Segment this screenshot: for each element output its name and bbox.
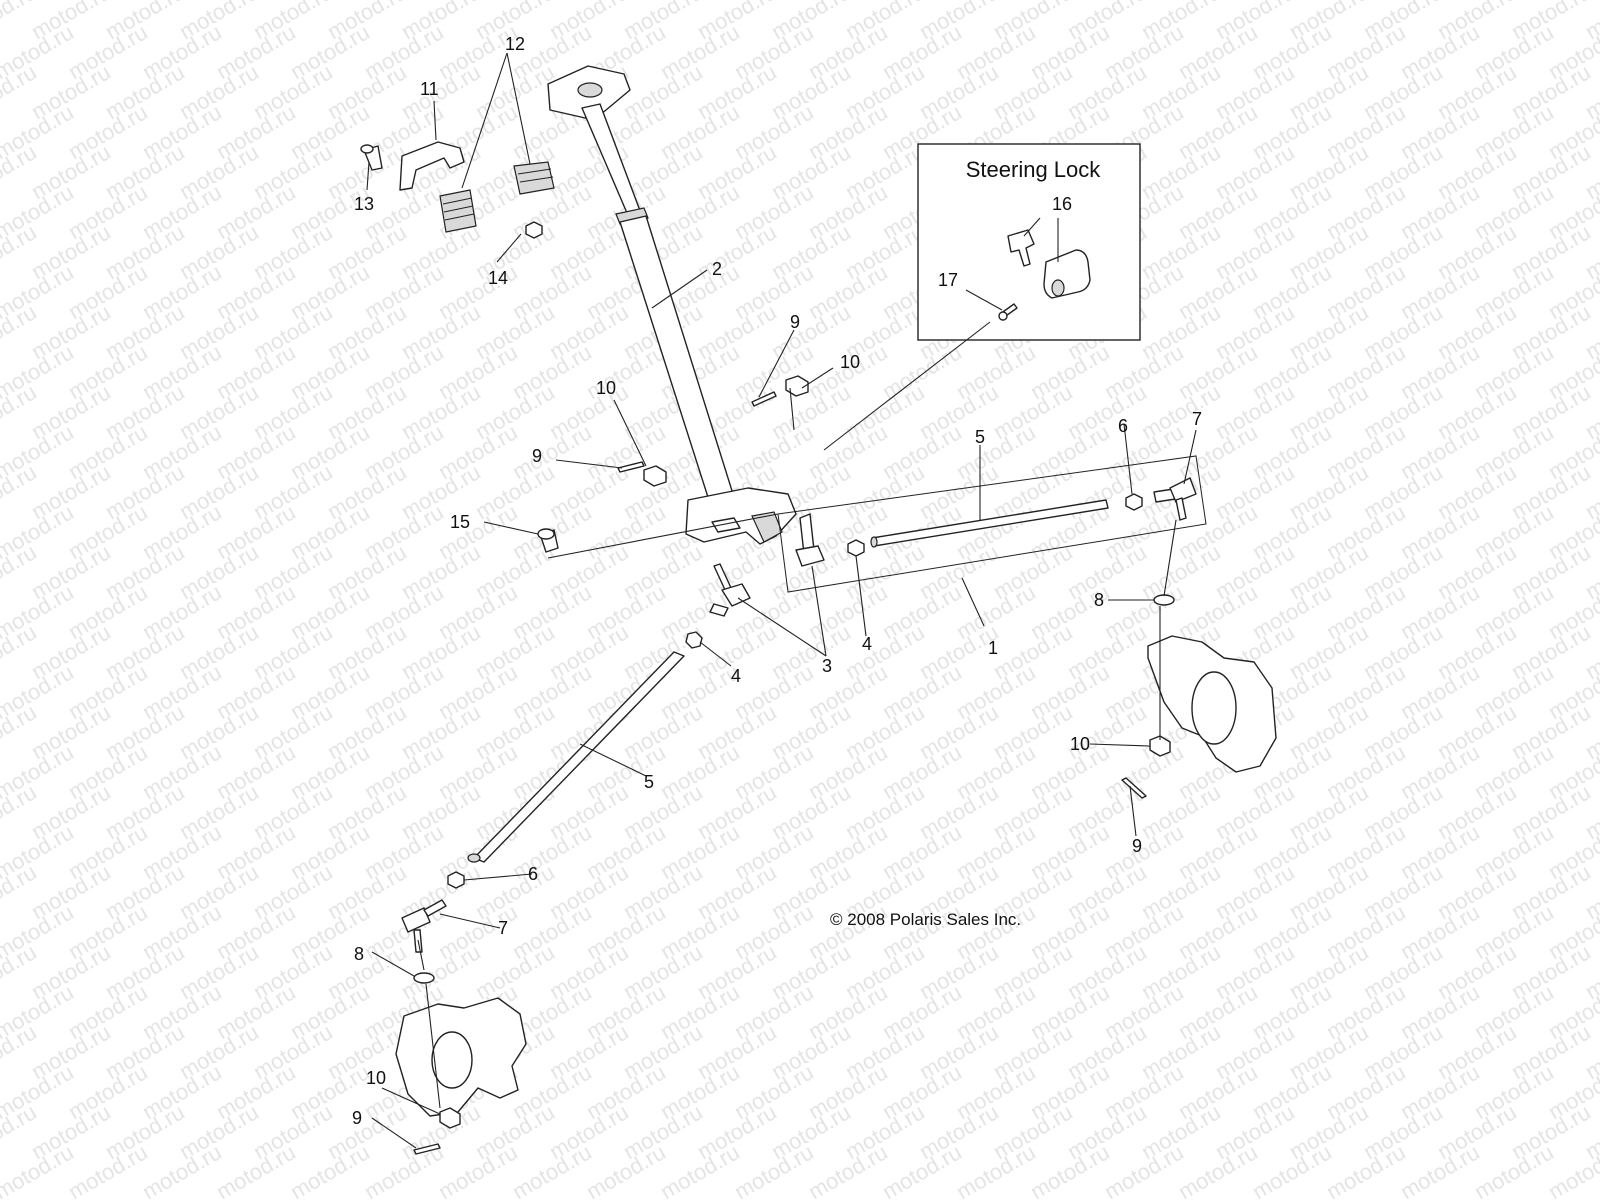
callout-10-right-spindle: 10 (1070, 734, 1090, 754)
callout-10-upper-right: 10 (840, 352, 860, 372)
callout-8-left: 8 (354, 944, 364, 964)
jam-nut-right-inner (847, 539, 865, 557)
castle-nut-upper-left (643, 465, 667, 487)
callout-4-left: 4 (731, 666, 741, 686)
bushing-left (439, 189, 477, 233)
callout-9-left-spindle: 9 (352, 1108, 362, 1128)
inner-tie-rod-end-right-body (795, 545, 825, 567)
callout-9-upper-left: 9 (532, 446, 542, 466)
callout-5-left: 5 (644, 772, 654, 792)
callout-13: 13 (354, 194, 374, 214)
callout-7-left: 7 (498, 918, 508, 938)
tie-rod-left (473, 651, 685, 863)
leader-lines (366, 52, 1197, 1149)
callout-15: 15 (450, 512, 470, 532)
callout-9-right-spindle: 9 (1132, 836, 1142, 856)
callout-6-left: 6 (528, 864, 538, 884)
callout-numbers: 1 2 3 4 4 5 5 6 6 7 7 8 8 9 9 9 9 10 10 … (352, 34, 1202, 1128)
outer-tie-rod-end-right-head (1169, 477, 1197, 503)
callout-8-right: 8 (1094, 590, 1104, 610)
mount-bracket (399, 141, 465, 191)
outer-tie-rod-end-right-stud (1175, 497, 1187, 521)
tie-rod-right-end (870, 536, 878, 548)
callout-12: 12 (505, 34, 525, 54)
lock-barrel (1051, 279, 1065, 297)
callout-2: 2 (712, 259, 722, 279)
left-spindle (395, 997, 527, 1155)
callout-10-upper-left: 10 (596, 378, 616, 398)
callout-6-right: 6 (1118, 416, 1128, 436)
inner-tie-rod-end-left-body (721, 583, 751, 607)
steering-column (547, 65, 797, 545)
castle-nut-upper-right (785, 375, 809, 397)
right-spindle (1121, 594, 1277, 799)
column-collar (615, 207, 649, 225)
outer-tie-rod-end-left-stem (423, 899, 447, 917)
housing-bolt-head (537, 528, 555, 540)
rack-housing-boss (751, 511, 783, 543)
jam-nut-left-inner (685, 631, 703, 649)
inner-tie-rod-end-left-tab (709, 603, 729, 617)
callout-10-left-spindle: 10 (366, 1068, 386, 1088)
right-spindle-bore (1191, 671, 1237, 745)
steering-lock-inset: Steering Lock (917, 143, 1141, 341)
callout-14: 14 (488, 268, 508, 288)
tie-rod-assembly-frame (777, 455, 1207, 593)
cotter-pin-upper-left (617, 461, 645, 473)
lock-key (1007, 229, 1035, 267)
copyright-notice: © 2008 Polaris Sales Inc. (830, 910, 1021, 929)
left-tie-rod-assembly (401, 563, 751, 984)
right-tie-rod-assembly (777, 455, 1207, 593)
mount-nut (525, 221, 543, 239)
cotter-pin-right-spindle (1121, 777, 1147, 799)
callout-16: 16 (1052, 194, 1072, 214)
callout-9-upper-right: 9 (790, 312, 800, 332)
inset-title: Steering Lock (966, 157, 1102, 182)
callout-7-right: 7 (1192, 409, 1202, 429)
rack-clamp (711, 517, 741, 533)
upper-hardware (537, 375, 809, 553)
washer-left (413, 972, 435, 984)
callout-5-right: 5 (975, 427, 985, 447)
callout-1: 1 (988, 638, 998, 658)
callout-3: 3 (822, 656, 832, 676)
callout-4-right: 4 (862, 634, 872, 654)
column-mount-hardware (360, 141, 555, 239)
cotter-pin-left-spindle (413, 1143, 441, 1155)
mount-bolt-head (360, 144, 374, 154)
washer-right (1153, 594, 1175, 606)
cotter-pin-upper-right (751, 391, 777, 407)
callout-17: 17 (938, 270, 958, 290)
castle-nut-left-spindle (439, 1107, 461, 1129)
callout-11: 11 (420, 79, 439, 99)
outer-tie-rod-end-left-head (401, 907, 431, 933)
jam-nut-right-outer (1125, 493, 1143, 511)
jam-nut-left-outer (447, 871, 465, 889)
left-spindle-bore (431, 1031, 473, 1089)
column-top-hole (577, 82, 603, 98)
bushing-left-ribs (442, 197, 475, 221)
tie-rod-left-end (467, 853, 481, 863)
bushing-right-ribs (517, 168, 554, 183)
lock-screw-head (998, 311, 1008, 321)
